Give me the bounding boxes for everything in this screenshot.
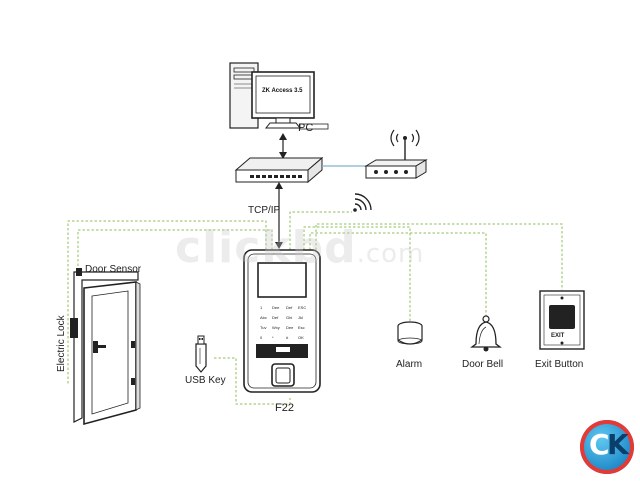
svg-text:Def: Def [272, 315, 279, 320]
wiring-lines [67, 211, 563, 405]
usb-icon [195, 335, 207, 373]
svg-text:*: * [272, 335, 274, 340]
door-bell-label: Door Bell [462, 359, 504, 370]
svg-text:#: # [286, 335, 289, 340]
pc-switch-link [279, 133, 287, 159]
svg-text:Ghi: Ghi [286, 315, 292, 320]
router-icon [364, 129, 428, 179]
tcpip-label: TCP/IP [248, 205, 281, 216]
exit-button-label: Exit Button [535, 359, 584, 370]
svg-text:1: 1 [260, 305, 263, 310]
switch-icon [234, 156, 324, 184]
svg-text:Tuv: Tuv [260, 325, 267, 330]
svg-text:0: 0 [260, 335, 263, 340]
device-label: F22 [275, 402, 294, 414]
svg-text:Abc: Abc [260, 315, 267, 320]
watermark: clickbd.com [175, 222, 425, 273]
svg-text:Dee: Dee [286, 325, 294, 330]
exit-button-icon [539, 290, 585, 350]
wifi-icon [353, 193, 372, 212]
svg-text:Jkl: Jkl [298, 315, 303, 320]
bell-icon [470, 315, 502, 352]
alarm-icon [397, 321, 423, 345]
pc-label: PC [298, 122, 314, 134]
svg-text:OK: OK [298, 335, 304, 340]
tcpip-link [275, 182, 283, 249]
svg-text:Esc: Esc [298, 325, 305, 330]
svg-text:ESC: ESC [298, 305, 306, 310]
svg-text:Def: Def [286, 305, 293, 310]
exit-text: EXIT [551, 333, 565, 339]
svg-text:Wxy: Wxy [272, 325, 280, 330]
door-icon [70, 268, 141, 426]
pc-icon [229, 62, 329, 130]
door-sensor-label: Door Sensor [85, 264, 142, 275]
svg-text:Dee: Dee [272, 305, 280, 310]
electric-lock-label: Electric Lock [56, 315, 67, 372]
alarm-label: Alarm [396, 359, 423, 370]
usb-key-label: USB Key [185, 375, 226, 386]
software-title: ZK Access 3.5 [262, 88, 303, 94]
